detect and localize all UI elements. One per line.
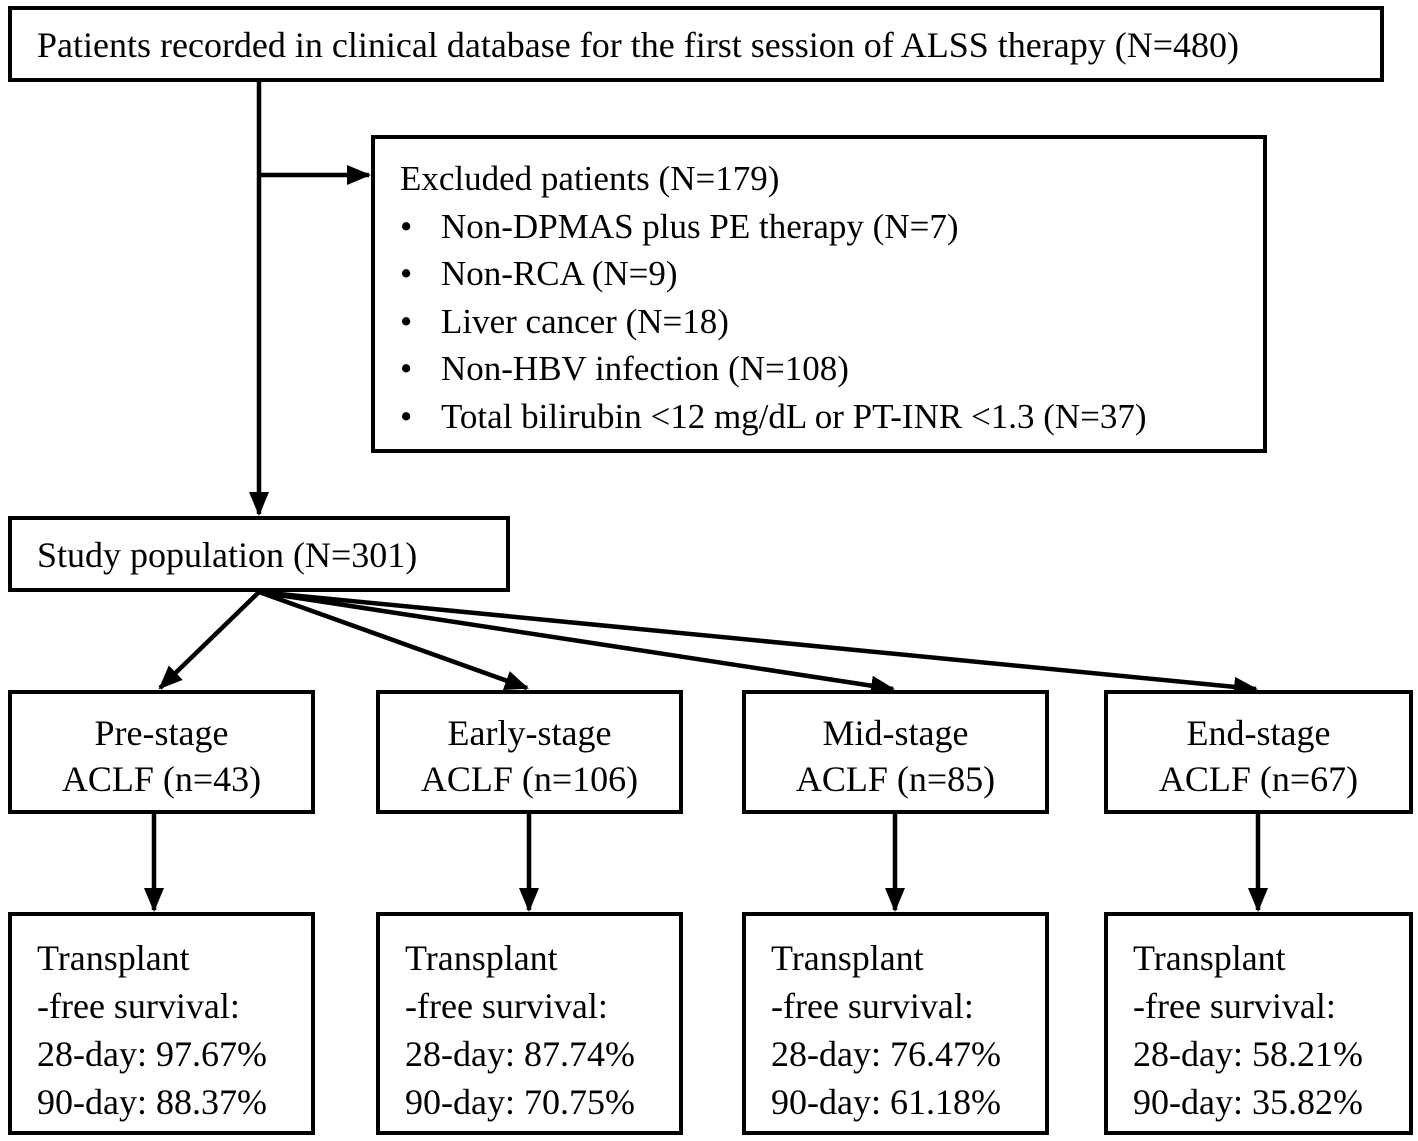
survival-label: Transplant	[37, 938, 190, 978]
survival-box-end: Transplant -free survival: 28-day: 58.21…	[1104, 912, 1413, 1135]
stage-box-pre: Pre-stage ACLF (n=43)	[8, 690, 315, 814]
survival-label: Transplant	[771, 938, 924, 978]
survival-label: Transplant	[405, 938, 558, 978]
excluded-patients-box: Excluded patients (N=179) • Non-DPMAS plu…	[371, 135, 1267, 453]
arrow-to-stage-3	[258, 589, 1258, 697]
exclusion-item-text: Non-HBV infection (N=108)	[441, 349, 849, 388]
survival-90-day: 90-day: 88.37%	[37, 1082, 267, 1122]
stage-name: Early-stage	[447, 713, 612, 753]
initial-patients-box: Patients recorded in clinical database f…	[8, 6, 1384, 82]
survival-box-mid: Transplant -free survival: 28-day: 76.47…	[742, 912, 1049, 1135]
survival-label-suffix: -free survival:	[771, 986, 974, 1026]
survival-label-suffix: -free survival:	[1133, 986, 1336, 1026]
exclusion-item: • Non-HBV infection (N=108)	[400, 345, 1263, 393]
survival-90-day: 90-day: 61.18%	[771, 1082, 1001, 1122]
exclusion-item: • Non-DPMAS plus PE therapy (N=7)	[400, 203, 1263, 251]
survival-label-suffix: -free survival:	[405, 986, 608, 1026]
study-population-box: Study population (N=301)	[8, 516, 510, 592]
survival-28-day: 28-day: 76.47%	[771, 1034, 1001, 1074]
survival-28-day: 28-day: 97.67%	[37, 1034, 267, 1074]
exclusion-item: • Total bilirubin <12 mg/dL or PT-INR <1.…	[400, 393, 1263, 441]
bullet-marker: •	[400, 396, 413, 436]
stage-box-early: Early-stage ACLF (n=106)	[376, 690, 683, 814]
exclusion-item: • Liver cancer (N=18)	[400, 298, 1263, 346]
excluded-title: Excluded patients (N=179)	[400, 159, 780, 198]
exclusion-item: • Non-RCA (N=9)	[400, 250, 1263, 298]
bullet-marker: •	[400, 206, 413, 246]
survival-28-day: 28-day: 87.74%	[405, 1034, 635, 1074]
bullet-marker: •	[400, 254, 413, 293]
exclusion-item-text: Liver cancer (N=18)	[441, 301, 729, 341]
stage-box-mid: Mid-stage ACLF (n=85)	[742, 690, 1049, 814]
arrow-to-stage-2	[258, 589, 895, 696]
stage-name: End-stage	[1186, 713, 1331, 753]
stage-count: ACLF (n=43)	[61, 759, 262, 799]
stage-box-end: End-stage ACLF (n=67)	[1104, 690, 1413, 814]
arrow-to-stage-1	[258, 589, 529, 691]
bullet-marker: •	[400, 349, 413, 388]
exclusion-item-text: Total bilirubin <12 mg/dL or PT-INR <1.3…	[441, 396, 1147, 436]
survival-90-day: 90-day: 35.82%	[1133, 1082, 1363, 1122]
survival-label: Transplant	[1133, 938, 1286, 978]
survival-box-pre: Transplant -free survival: 28-day: 97.67…	[8, 912, 315, 1135]
stage-name: Mid-stage	[822, 713, 969, 753]
stage-count: ACLF (n=67)	[1158, 759, 1359, 799]
survival-90-day: 90-day: 70.75%	[405, 1082, 635, 1122]
initial-patients-text: Patients recorded in clinical database f…	[37, 25, 1239, 65]
arrow-to-stage-0	[158, 590, 261, 690]
stage-count: ACLF (n=106)	[420, 759, 639, 799]
survival-28-day: 28-day: 58.21%	[1133, 1034, 1363, 1074]
exclusion-list: • Non-DPMAS plus PE therapy (N=7) • Non-RC…	[400, 203, 1263, 441]
stage-count: ACLF (n=85)	[795, 759, 996, 799]
exclusion-item-text: Non-RCA (N=9)	[441, 254, 678, 293]
survival-label-suffix: -free survival:	[37, 986, 240, 1026]
bullet-marker: •	[400, 301, 413, 341]
stage-name: Pre-stage	[94, 713, 229, 753]
study-population-text: Study population (N=301)	[37, 535, 418, 575]
exclusion-item-text: Non-DPMAS plus PE therapy (N=7)	[441, 206, 959, 246]
survival-box-early: Transplant -free survival: 28-day: 87.74…	[376, 912, 683, 1135]
